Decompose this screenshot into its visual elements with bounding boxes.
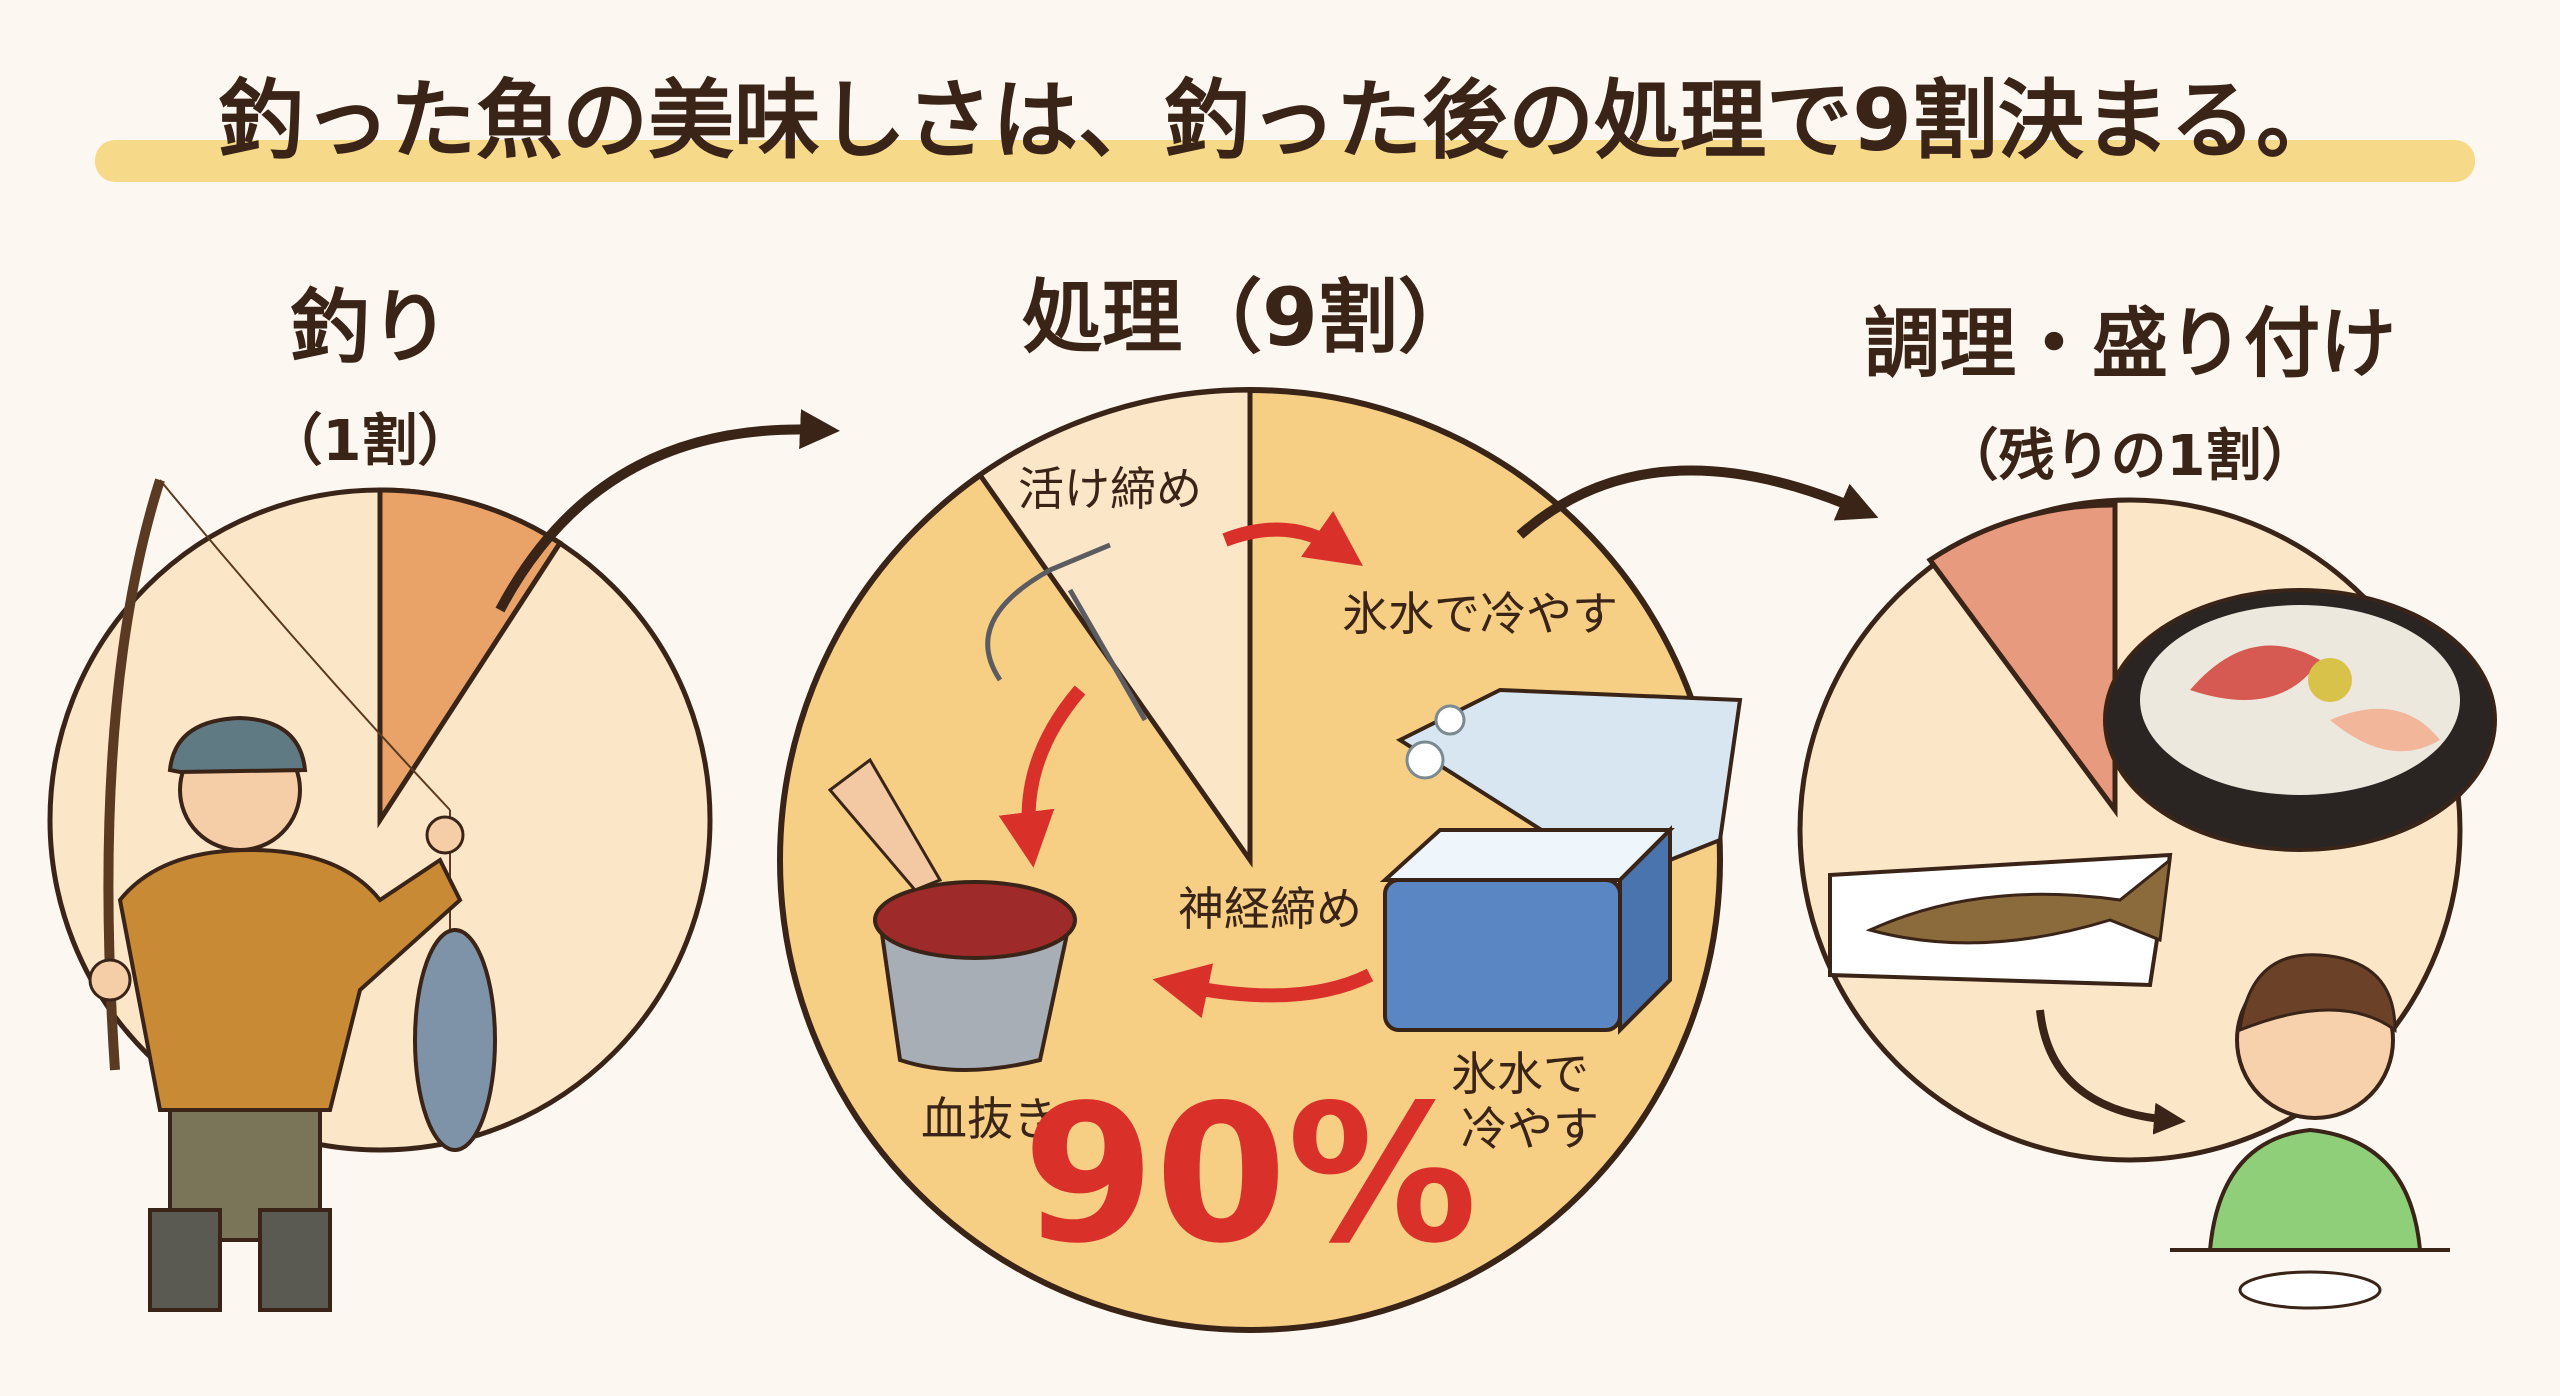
step-chinuki: 血抜き (921, 1092, 1059, 1146)
step-ice-water-bottom-2: 冷やす (1461, 1102, 1599, 1156)
stage-label-cooking: 調理・盛り付け (1864, 299, 2396, 388)
arrow-to-child (2036, 1009, 2186, 1135)
step-ice-water-top: 氷水で冷やす (1342, 587, 1618, 641)
stage-sub-cooking: （残りの1割） (1943, 424, 2318, 489)
sashimi-plate-icon (2103, 588, 2497, 852)
page-title: 釣った魚の美味しさは、釣った後の処理で9割決まる。 (218, 71, 2342, 171)
step-shinkei: 神経締め (1178, 882, 1362, 936)
arrow-ikejime-to-ice (1222, 511, 1363, 567)
title-highlight (95, 140, 2475, 182)
step-ikejime: 活け締め (1018, 462, 1202, 516)
ikejime-wire-icon (985, 542, 1148, 722)
arrow-processing-to-cooking (1516, 465, 1879, 539)
child-eating-illustration (2170, 953, 2450, 1310)
arrow-shinkei (1152, 963, 1374, 1019)
big-percent: 90% (1023, 1064, 1478, 1285)
cooler-box-icon (1379, 687, 1743, 1035)
stage-sub-fishing: （1割） (267, 409, 474, 474)
arrow-fishing-to-processing (495, 409, 840, 613)
stage-label-fishing: 釣り (290, 281, 450, 374)
stage-label-processing: 処理（9割） (1022, 271, 1478, 364)
arrow-to-bucket (998, 685, 1086, 868)
wedge-remaining-share (976, 387, 1253, 868)
bucket-icon (827, 757, 1077, 1072)
fisherman-illustration (88, 478, 497, 1312)
wedge-cooking-share (1926, 502, 2118, 818)
grilled-fish-plate-icon (1828, 852, 2173, 988)
pie-processing (777, 387, 1723, 1333)
step-ice-water-bottom-1: 氷水で (1451, 1047, 1589, 1101)
